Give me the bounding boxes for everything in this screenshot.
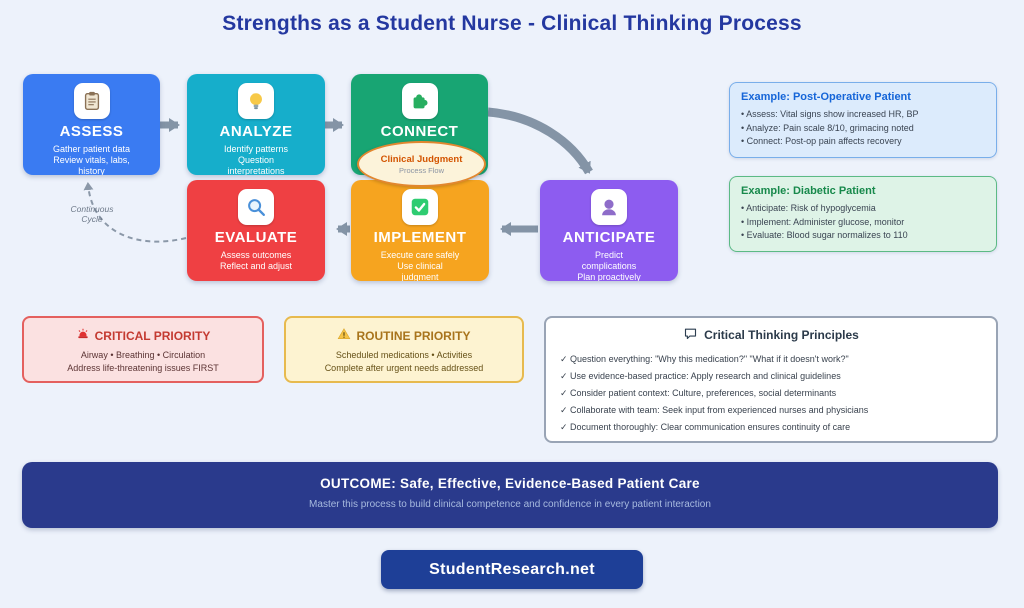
clinical-judgment-badge: Clinical Judgment Process Flow [357,141,486,187]
process-step-evaluate: EVALUATE Assess outcomes Reflect and adj… [187,180,325,281]
step-line: complications [581,261,637,271]
outcome-title: OUTCOME: Safe, Effective, Evidence-Based… [320,476,700,491]
example-postop-panel: Example: Post-Operative Patient • Assess… [729,82,997,158]
critical-priority-title: CRITICAL PRIORITY [94,328,211,343]
principles-title: Critical Thinking Principles [704,328,859,342]
critical-priority-line: Airway • Breathing • Circulation [80,350,206,360]
step-line: Assess outcomes [220,250,292,260]
arrow-continuous-cycle [83,182,187,243]
magnifier-icon [238,189,274,225]
step-title: ASSESS [59,123,124,140]
lightbulb-icon [238,83,274,119]
step-title: ANALYZE [219,123,293,140]
routine-priority-line: Complete after urgent needs addressed [324,362,484,373]
process-step-implement: IMPLEMENT Execute care safely Use clinic… [351,180,489,281]
process-step-analyze: ANALYZE Identify patterns Question inter… [187,74,325,175]
example-title: Example: Post-Operative Patient [741,91,911,103]
routine-priority-title: ROUTINE PRIORITY [356,328,471,343]
step-line: Plan proactively [577,272,641,281]
step-line: Execute care safely [380,250,460,260]
warning-icon [337,327,351,344]
routine-priority-panel: ROUTINE PRIORITY Scheduled medications •… [284,316,524,383]
example-item: • Connect: Post-op pain affects recovery [741,136,902,146]
principle-item: ✓ Document thoroughly: Clear communicati… [560,422,851,432]
critical-priority-panel: CRITICAL PRIORITY Airway • Breathing • C… [22,316,264,383]
process-step-assess: ASSESS Gather patient data Review vitals… [23,74,160,175]
clinical-judgment-subtitle: Process Flow [398,165,444,175]
critical-priority-title-row: CRITICAL PRIORITY [24,327,262,344]
principle-item: ✓ Collaborate with team: Seek input from… [560,405,869,415]
critical-priority-line: Address life-threatening issues FIRST [67,362,219,373]
step-line: Question [237,155,275,165]
example-item: • Analyze: Pain scale 8/10, grimacing no… [741,122,914,133]
step-line: Review vitals, labs, [53,155,130,165]
routine-priority-line: Scheduled medications • Activities [335,350,473,360]
step-line: Predict [594,250,623,260]
step-line: Reflect and adjust [219,261,293,271]
alarm-icon [76,327,90,344]
step-line: interpretations [227,166,285,175]
studentresearch-button[interactable]: StudentResearch.net [381,550,643,589]
principles-title-row: Critical Thinking Principles [560,326,982,344]
clipboard-icon [73,83,110,119]
example-item: • Implement: Administer glucose, monitor [741,216,905,227]
example-title: Example: Diabetic Patient [741,185,876,197]
step-title: ANTICIPATE [562,229,656,246]
page-title: Strengths as a Student Nurse - Clinical … [222,12,802,35]
process-step-anticipate: ANTICIPATE Predict complications Plan pr… [540,180,678,281]
example-item: • Assess: Vital signs show increased HR,… [741,109,919,119]
check-icon [402,189,438,225]
outcome-banner: OUTCOME: Safe, Effective, Evidence-Based… [22,462,998,528]
routine-priority-title-row: ROUTINE PRIORITY [286,327,522,344]
example-item: • Anticipate: Risk of hypoglycemia [741,203,876,213]
person-icon [591,189,627,225]
step-line: judgment [401,272,439,281]
step-line: Gather patient data [52,144,131,154]
principles-panel: Critical Thinking Principles ✓ Question … [544,316,998,443]
principle-item: ✓ Consider patient context: Culture, pre… [560,388,837,398]
principle-item: ✓ Use evidence-based practice: Apply res… [560,371,841,381]
arrow-connect-to-anticipate [487,107,593,175]
speech-bubble-icon [683,326,698,344]
example-diabetic-panel: Example: Diabetic Patient • Anticipate: … [729,176,997,252]
step-title: CONNECT [380,123,459,140]
clinical-judgment-title: Clinical Judgment [380,153,463,165]
step-line: history [78,166,105,175]
principle-item: ✓ Question everything: "Why this medicat… [560,354,849,364]
example-item: • Evaluate: Blood sugar normalizes to 11… [741,230,908,240]
cycle-label: Continuous Cycle [70,204,114,224]
step-line: Identify patterns [223,144,289,154]
step-title: IMPLEMENT [373,229,467,246]
step-line: Use clinical [397,261,443,271]
puzzle-icon [401,83,438,119]
step-title: EVALUATE [214,229,298,246]
outcome-subtitle: Master this process to build clinical co… [309,499,711,510]
